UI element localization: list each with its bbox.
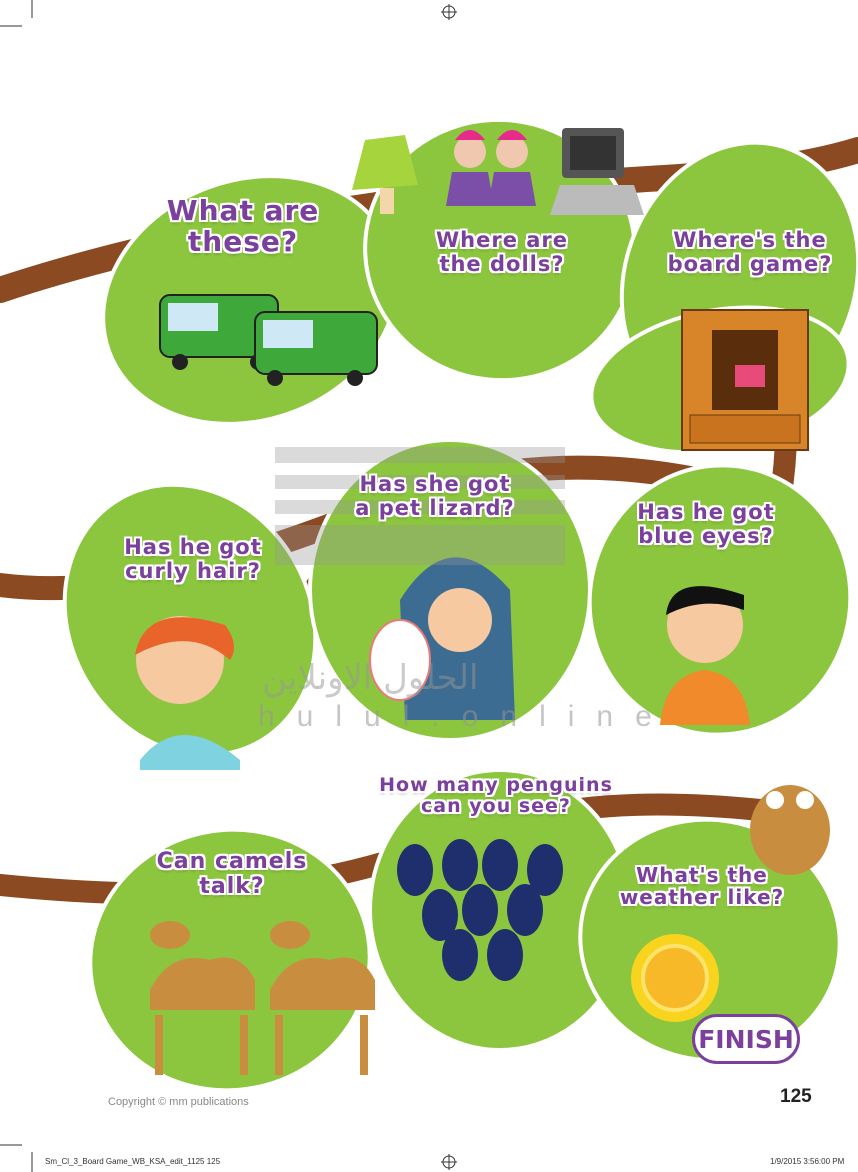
girl-with-bunny-picture — [369, 557, 515, 720]
slug-filename: Sm_Cl_3_Board Game_WB_KSA_edit_1125 125 — [45, 1157, 221, 1166]
computer-picture — [550, 128, 644, 215]
registration-mark-icon — [441, 4, 457, 20]
penguins-picture — [397, 839, 563, 981]
copyright: Copyright © mm publications — [108, 1096, 249, 1108]
watermark-latin: hulul.online — [258, 700, 674, 733]
finish-badge: FINISH — [692, 1014, 800, 1064]
crop-marks — [0, 0, 33, 1172]
wardrobe-picture — [681, 309, 809, 451]
registration-mark-icon — [441, 1154, 457, 1170]
camels-picture — [150, 921, 375, 1075]
lamp-picture — [352, 135, 418, 214]
dolls-picture — [446, 130, 536, 206]
blue-eyes-boy-picture — [660, 586, 750, 725]
camel-head-picture — [750, 785, 830, 875]
watermark-logo — [275, 447, 565, 565]
slug-date: 1/9/2015 3:56:00 PM — [770, 1157, 845, 1166]
buses-picture — [159, 294, 378, 386]
page-number: 125 — [780, 1086, 812, 1107]
watermark-arabic: الحلول الاونلاين — [262, 658, 479, 698]
curly-hair-boy-picture — [135, 616, 240, 770]
sun-picture — [631, 934, 719, 1022]
